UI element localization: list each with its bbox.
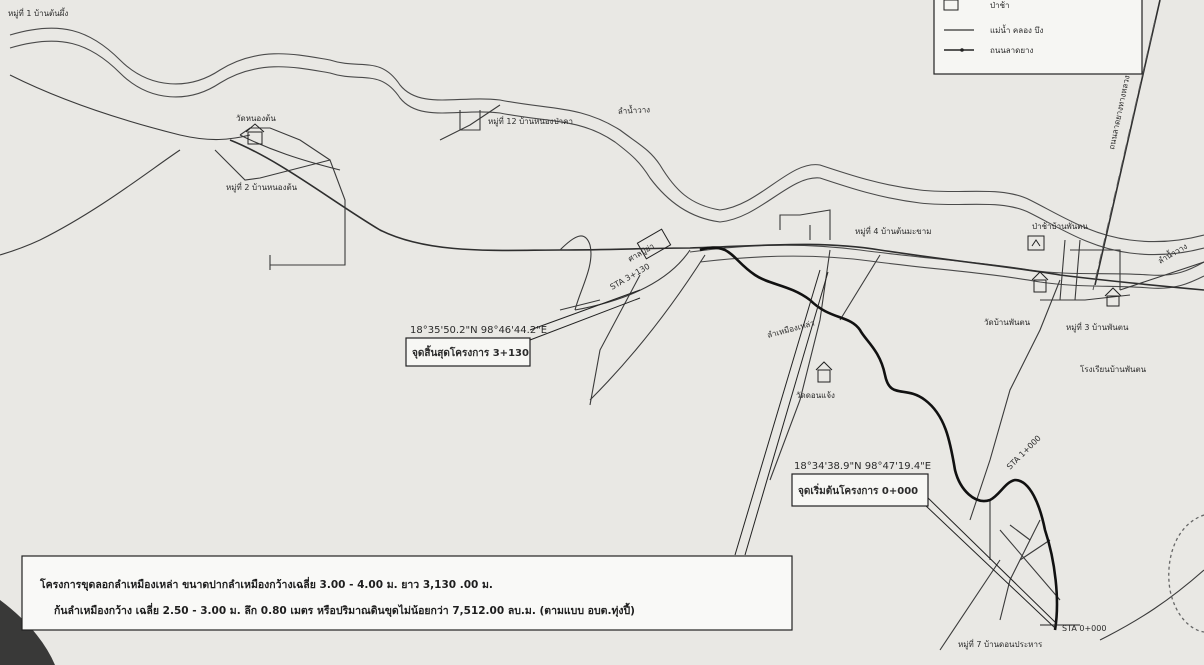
start-point-coord: 18°34'38.9"N 98°47'19.4"E: [794, 461, 931, 472]
legend-label: ป่าช้า: [990, 1, 1010, 10]
shrine-marker: [636, 228, 672, 260]
highway-edge: [1092, 19, 1156, 291]
cemetery-icon: [1027, 235, 1045, 251]
place-label: หมู่ที่ 2 บ้านหนองต้น: [226, 181, 298, 193]
place-label: โรงเรียนบ้านพันตน: [1080, 364, 1147, 374]
end-point-coord: 18°35'50.2"N 98°46'44.2"E: [410, 325, 547, 336]
project-note-box: [21, 555, 793, 631]
place-label: STA 0+000: [1062, 624, 1106, 633]
place-label: วัดดอนแจ้ง: [796, 391, 835, 400]
project-note: โครงการขุดลอกลำเหมืองเหล่า ขนาดปากลำเหมื…: [21, 555, 793, 631]
temple-icon: [815, 361, 833, 383]
place-label: วัดบ้านพันตน: [984, 318, 1031, 327]
place-label: ลำน้ำวาง: [618, 103, 651, 116]
start-point-box: [791, 473, 929, 507]
local-roads: [0, 74, 1204, 651]
place-label: หมู่ที่ 12 บ้านหนองป่าคา: [488, 115, 573, 127]
start-point-label: จุดเริ่มต้นโครงการ 0+000: [798, 483, 918, 497]
map-legend: ป่าช้า แม่น้ำ คลอง บึง ถนนลาดยาง: [933, 0, 1143, 75]
scan-shadow: [0, 600, 55, 665]
place-label: หมู่ที่ 1 บ้านต้นผึ้ง: [8, 7, 68, 19]
place-label: ป่าช้าบ้านพันตน: [1032, 222, 1088, 231]
upper-river: [9, 27, 1204, 256]
main-road: [229, 139, 1204, 291]
legend-label: ถนนลาดยาง: [990, 46, 1034, 55]
cemetery-icon: [943, 0, 959, 11]
project-note-line2: ก้นลำเหมืองกว้าง เฉลี่ย 2.50 - 3.00 ม. ล…: [54, 602, 635, 618]
temple-icon: [1031, 271, 1049, 293]
project-canal: [699, 246, 1059, 631]
highway-road: [1094, 0, 1161, 286]
place-label: หมู่ที่ 4 บ้านต้นมะขาม: [855, 225, 932, 237]
start-point-callout: 18°34'38.9"N 98°47'19.4"E จุดเริ่มต้นโคร…: [791, 461, 931, 507]
project-note-line1: โครงการขุดลอกลำเหมืองเหล่า ขนาดปากลำเหมื…: [39, 576, 493, 592]
place-label: หมู่ที่ 7 บ้านดอนประหาร: [958, 638, 1043, 650]
place-label: หมู่ที่ 3 บ้านพันตน: [1066, 321, 1129, 333]
road-line-icon: [960, 48, 964, 52]
school-icon: [1104, 287, 1122, 307]
place-label: วัดหนองต้น: [236, 114, 276, 123]
end-point-label: จุดสิ้นสุดโครงการ 3+130: [412, 345, 529, 359]
legend-box: [933, 0, 1143, 75]
leader-lines: [529, 269, 1080, 629]
end-point-box: [405, 337, 531, 367]
end-point-callout: 18°35'50.2"N 98°46'44.2"E จุดสิ้นสุดโครง…: [405, 325, 547, 367]
temple-icon: [245, 123, 265, 145]
legend-label: แม่น้ำ คลอง บึง: [990, 24, 1044, 35]
